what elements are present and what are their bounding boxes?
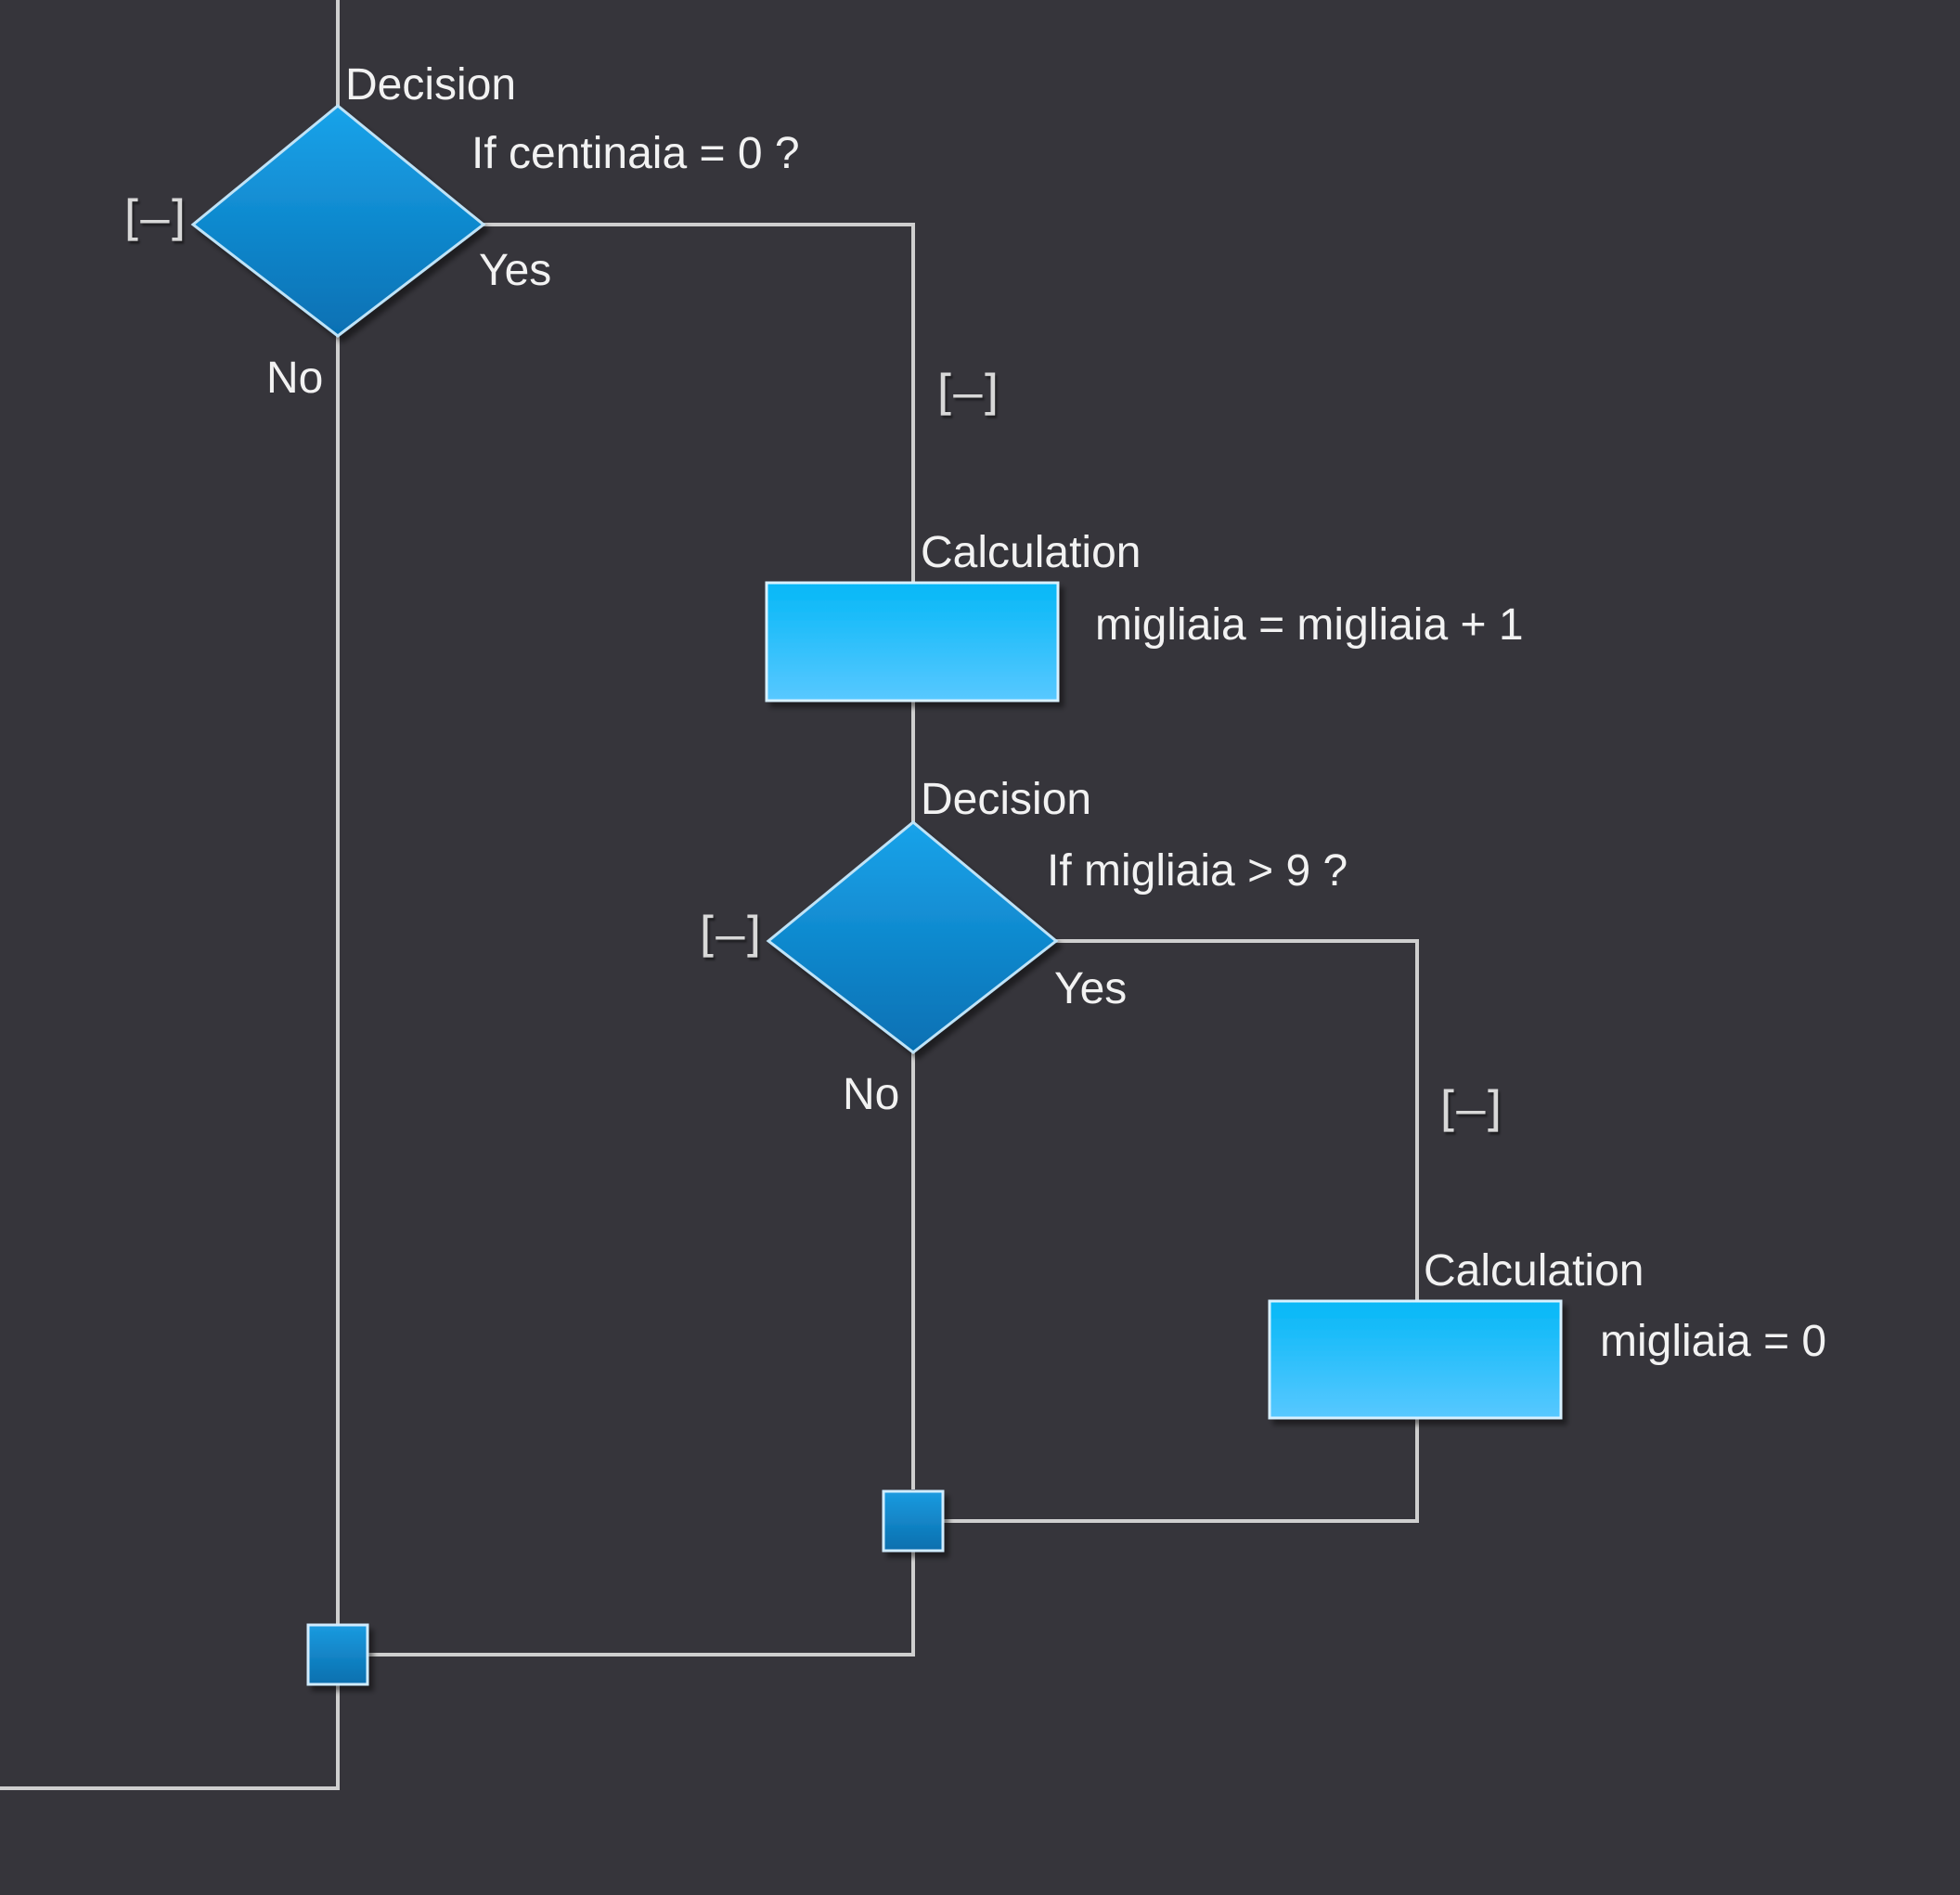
decision1-no-label: No	[266, 354, 324, 403]
connector-junction2-junction1	[368, 1552, 915, 1657]
decision2-no-label: No	[843, 1070, 900, 1119]
calc2-box[interactable]	[1268, 1299, 1563, 1420]
calc1-expression: migliaia = migliaia + 1	[1095, 600, 1524, 650]
junction1-node[interactable]	[306, 1623, 369, 1686]
decision2-diamond[interactable]	[766, 820, 1059, 1054]
decision2-collapse-toggle[interactable]: [–]	[692, 908, 768, 963]
connector-lines	[0, 0, 1419, 1790]
connector-decision1-yes	[484, 223, 915, 583]
calc1-type-label: Calculation	[921, 528, 1141, 577]
connector-calc2-junction2	[943, 1418, 1419, 1523]
calc2-type-label: Calculation	[1424, 1246, 1644, 1296]
decision2-type-label: Decision	[921, 775, 1092, 824]
yes-branch1-collapse-toggle[interactable]: [–]	[930, 366, 1006, 421]
decision1-type-label: Decision	[345, 60, 517, 110]
connector-decision2-yes	[1056, 939, 1419, 1301]
connector-out	[0, 1685, 340, 1790]
decision1-diamond[interactable]	[190, 104, 486, 338]
decision1-yes-label: Yes	[479, 246, 552, 295]
junction2-node[interactable]	[882, 1489, 945, 1553]
yes-branch2-collapse-toggle[interactable]: [–]	[1433, 1082, 1509, 1138]
decision2-condition: If migliaia > 9 ?	[1047, 846, 1348, 896]
calc1-box[interactable]	[765, 581, 1060, 703]
calc2-expression: migliaia = 0	[1600, 1317, 1827, 1366]
decision2-yes-label: Yes	[1054, 964, 1128, 1013]
decision1-condition: If centinaia = 0 ?	[471, 129, 800, 178]
decision1-collapse-toggle[interactable]: [–]	[117, 191, 193, 247]
